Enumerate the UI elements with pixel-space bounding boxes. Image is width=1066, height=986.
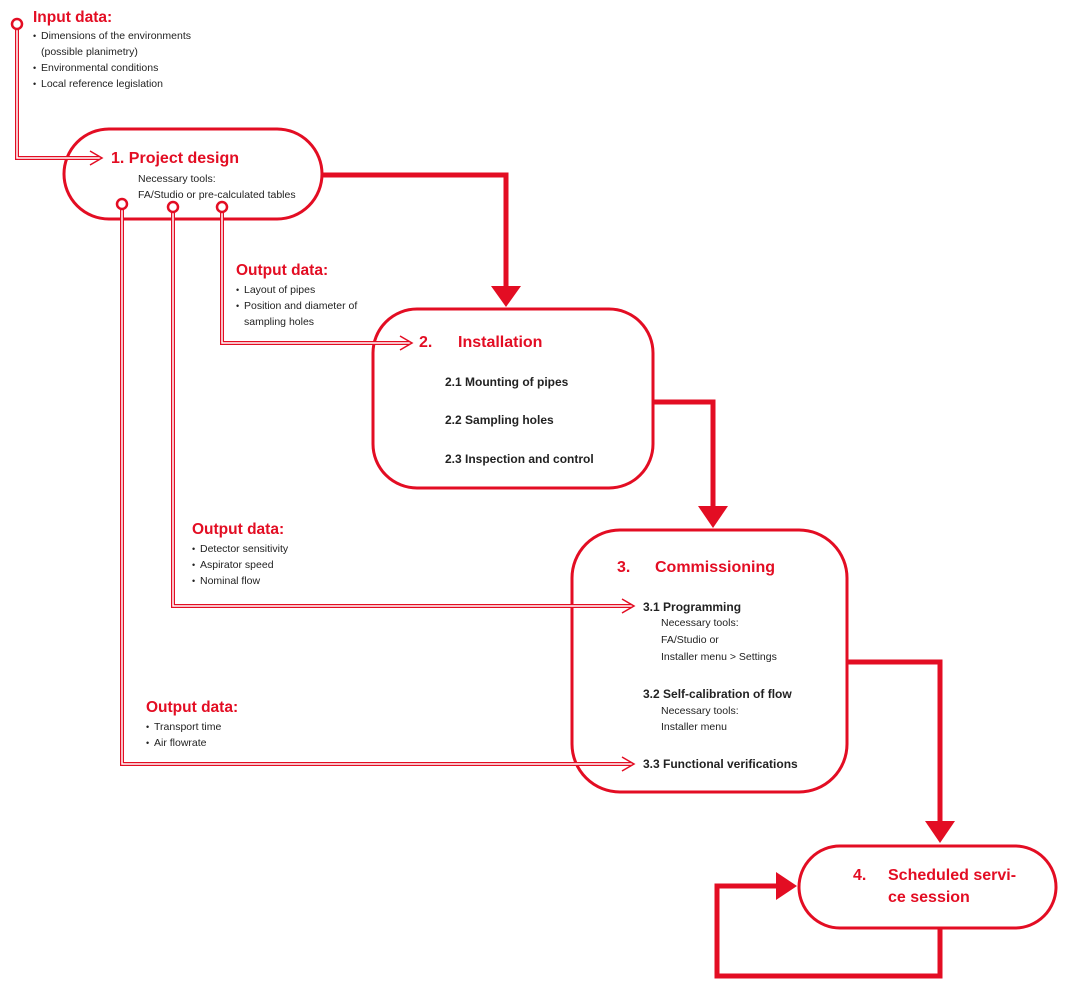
- output2-connector: [166, 200, 636, 614]
- output1-title: Output data:: [236, 262, 329, 279]
- step2-title: Installation: [458, 334, 543, 351]
- arrowhead-2: [491, 286, 521, 307]
- step1-tools-label: Necessary tools:: [138, 173, 216, 185]
- step4-number: 4.: [853, 867, 867, 884]
- step3-sub1-line: FA/Studio or: [661, 634, 719, 646]
- step3-number: 3.: [617, 559, 631, 576]
- step3-sub2-title: 3.2 Self-calibration of flow: [643, 687, 792, 701]
- output3-item: Transport time: [146, 719, 221, 735]
- input-item: Local reference legislation: [33, 76, 191, 92]
- step1-tools-value: FA/Studio or pre-calculated tables: [138, 189, 296, 201]
- output3-connector: [115, 197, 636, 772]
- loop-arrowhead: [776, 872, 797, 900]
- connector-3-to-4: [847, 659, 943, 825]
- step2-box: [371, 307, 655, 490]
- output3-title: Output data:: [146, 699, 239, 716]
- step4-title-line1: Scheduled servi-: [888, 867, 1017, 884]
- input-item: Environmental conditions: [33, 60, 191, 76]
- arrowhead-4: [925, 821, 955, 843]
- output3-item: Air flowrate: [146, 735, 221, 751]
- step3-title: Commissioning: [655, 559, 776, 576]
- input-item: Dimensions of the environments: [33, 28, 191, 44]
- output1-list: Layout of pipes Position and diameter of…: [236, 282, 357, 330]
- output1-item: Position and diameter of: [236, 298, 357, 314]
- output2-item: Detector sensitivity: [192, 541, 288, 557]
- step3-sub3-title: 3.3 Functional verifications: [643, 757, 798, 771]
- step2-sub-2: 2.2 Sampling holes: [445, 413, 554, 427]
- step1-number: 1.: [111, 150, 125, 167]
- step3-sub2-line: Necessary tools:: [661, 705, 739, 717]
- connector-1-to-2: [322, 172, 509, 290]
- step3-sub1-line: Installer menu > Settings: [661, 651, 777, 663]
- step3-sub1-line: Necessary tools:: [661, 617, 739, 629]
- output3-list: Transport time Air flowrate: [146, 719, 221, 751]
- input-data-title: Input data:: [33, 9, 113, 26]
- output1-connector: [215, 200, 414, 351]
- connector-2-to-3: [653, 399, 716, 510]
- step3-sub2-line: Installer menu: [661, 721, 727, 733]
- output2-item: Aspirator speed: [192, 557, 288, 573]
- output1-item-cont: sampling holes: [244, 316, 315, 328]
- step4-box: [797, 844, 1058, 930]
- input-data-list: Dimensions of the environments (possible…: [33, 28, 191, 92]
- step2-sub-3: 2.3 Inspection and control: [445, 452, 594, 466]
- arrowhead-3: [698, 506, 728, 528]
- output2-item: Nominal flow: [192, 573, 288, 589]
- step1-heading: 1. Project design: [111, 150, 239, 168]
- step3-sub1-title: 3.1 Programming: [643, 600, 742, 614]
- input-item: (possible planimetry): [41, 46, 138, 58]
- output1-item: Layout of pipes: [236, 282, 357, 298]
- step4-title-line2: ce session: [888, 889, 970, 906]
- output2-title: Output data:: [192, 521, 285, 538]
- step2-sub-1: 2.1 Mounting of pipes: [445, 375, 569, 389]
- step2-number: 2.: [419, 334, 433, 351]
- input-connector: [10, 17, 104, 166]
- output2-list: Detector sensitivity Aspirator speed Nom…: [192, 541, 288, 589]
- step1-title: Project design: [128, 150, 240, 167]
- loop-4: [714, 883, 943, 979]
